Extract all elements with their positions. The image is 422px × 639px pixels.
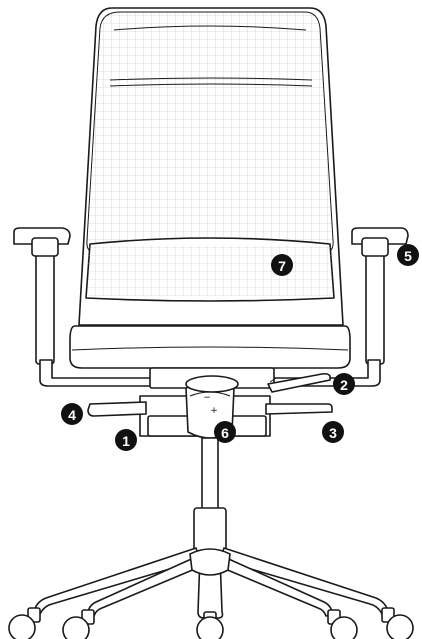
callout-5: 5	[397, 244, 419, 266]
callout-1: 1	[115, 429, 137, 451]
lever-2	[267, 372, 331, 393]
plus-symbol: +	[210, 406, 218, 416]
callout-7: 7	[271, 254, 293, 276]
callout-3: 3	[322, 421, 344, 443]
armrest-left	[13, 227, 161, 387]
caster	[327, 609, 358, 639]
caster	[196, 611, 224, 639]
minus-symbol: −	[203, 393, 211, 403]
callout-4: 4	[61, 403, 83, 425]
casters	[8, 607, 414, 639]
gas-column	[193, 437, 227, 559]
lever-4	[87, 401, 147, 417]
star-base	[33, 547, 389, 619]
caster	[381, 607, 414, 639]
callout-1-label: 1	[122, 433, 130, 449]
callout-6-label: 6	[221, 425, 229, 441]
backrest	[78, 7, 344, 326]
callout-6: 6	[214, 421, 236, 443]
caster	[8, 607, 41, 639]
lever-3	[265, 403, 333, 415]
callout-5-label: 5	[404, 248, 412, 264]
callout-2: 2	[333, 373, 355, 395]
callout-7-label: 7	[278, 258, 286, 274]
seat	[69, 325, 351, 369]
caster	[62, 609, 95, 639]
callout-2-label: 2	[340, 377, 348, 393]
callout-3-label: 3	[329, 425, 337, 441]
callout-4-label: 4	[68, 407, 76, 423]
